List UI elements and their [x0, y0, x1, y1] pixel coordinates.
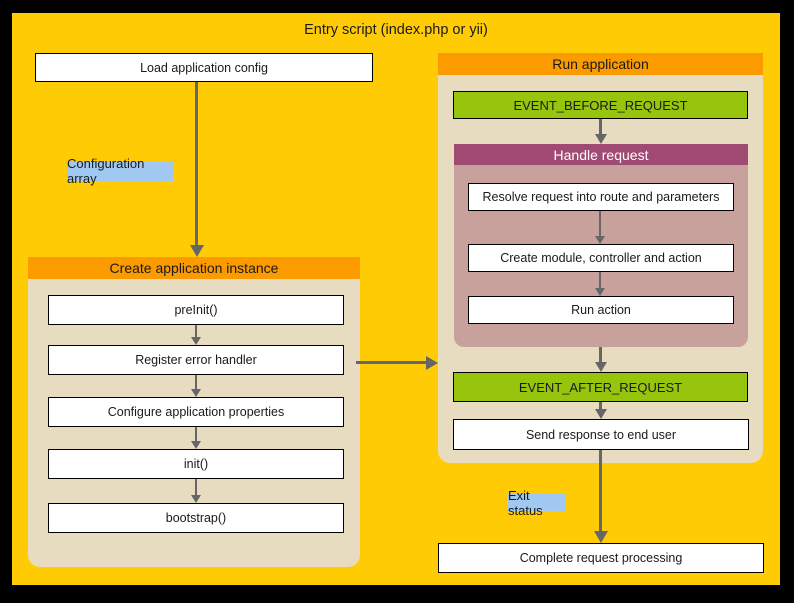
arrow-event-before-to-handle-request [599, 119, 602, 134]
arrow-send-response-to-complete [599, 450, 602, 531]
arrow-init-to-bootstrap [195, 479, 197, 495]
step-register-error-handler: Register error handler [48, 345, 344, 375]
diagram-title: Entry script (index.php or yii) [304, 22, 488, 38]
diagram-canvas: Entry script (index.php or yii) Create a… [12, 13, 780, 585]
exit-status-label: Exit status [508, 488, 566, 518]
arrow-create-instance-to-run-application [356, 361, 426, 364]
send-response-box: Send response to end user [453, 419, 749, 450]
handle-request-header: Handle request [454, 144, 748, 165]
arrow-resolve-to-create-module [599, 211, 601, 236]
complete-request-processing-box: Complete request processing [438, 543, 764, 573]
event-before-request-box: EVENT_BEFORE_REQUEST [453, 91, 748, 119]
arrow-register-to-configure [195, 375, 197, 389]
step-resolve-request: Resolve request into route and parameter… [468, 183, 734, 211]
run-application-header: Run application [438, 53, 763, 75]
step-configure-application-properties: Configure application properties [48, 397, 344, 427]
arrow-event-after-to-send-response [599, 402, 602, 409]
step-create-module-controller-action: Create module, controller and action [468, 244, 734, 272]
arrow-create-module-to-run-action [599, 272, 601, 288]
step-preinit: preInit() [48, 295, 344, 325]
step-run-action: Run action [468, 296, 734, 324]
step-init: init() [48, 449, 344, 479]
arrow-configure-to-init [195, 427, 197, 441]
arrow-preinit-to-register [195, 325, 197, 337]
event-after-request-box: EVENT_AFTER_REQUEST [453, 372, 748, 402]
create-application-instance-header: Create application instance [28, 257, 360, 279]
arrow-handle-request-to-event-after [599, 347, 602, 362]
step-bootstrap: bootstrap() [48, 503, 344, 533]
load-application-config-box: Load application config [35, 53, 373, 82]
arrow-load-config-to-create-instance [195, 82, 198, 245]
configuration-array-label: Configuration array [67, 156, 173, 186]
